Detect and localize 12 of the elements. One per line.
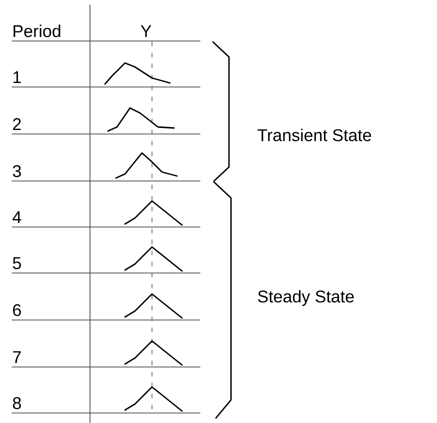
period-number: 6 (13, 304, 21, 316)
period-number: 5 (12, 257, 21, 270)
period-number: 3 (12, 165, 21, 178)
period-number: 8 (12, 397, 21, 410)
column-header: Y (140, 25, 152, 37)
state-label: Transient State (258, 128, 372, 142)
state-label: Steady State (258, 290, 354, 306)
period-number: 2 (13, 118, 21, 130)
period-number: 1 (14, 71, 21, 83)
column-header: Period (14, 24, 60, 38)
period-number: 4 (12, 211, 22, 223)
period-number: 7 (13, 351, 21, 363)
